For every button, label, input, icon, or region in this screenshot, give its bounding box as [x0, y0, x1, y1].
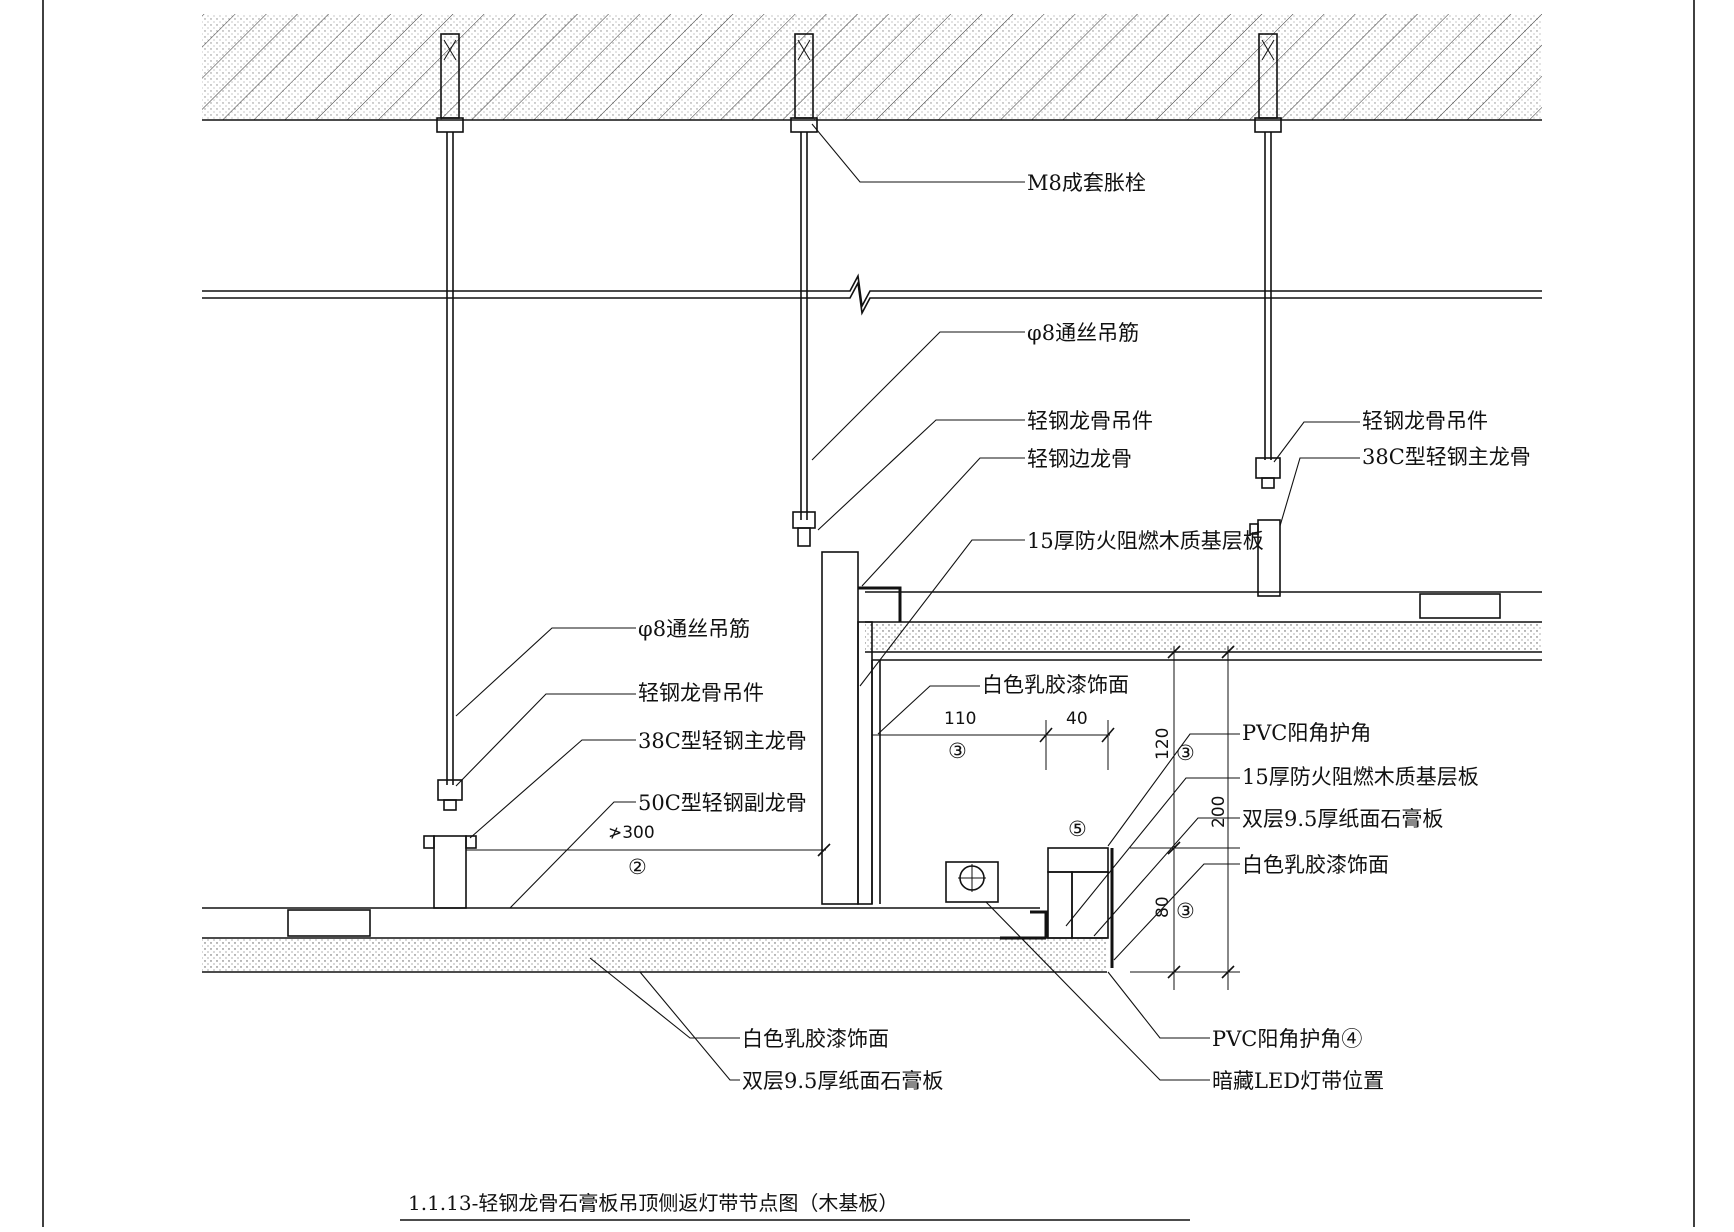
dim-200: 200: [1209, 796, 1229, 828]
light-trough-lip: [1000, 847, 1114, 968]
anchor-bolt-3: [1254, 33, 1282, 133]
label-gypsum-right: 双层9.5厚纸面石膏板: [1242, 807, 1443, 831]
label-m8-anchor: M8成套胀栓: [1027, 171, 1146, 195]
anchor-bolt-1: [436, 33, 464, 133]
label-edge-keel: 轻钢边龙骨: [1027, 447, 1132, 471]
label-wood-board-top: 15厚防火阻燃木质基层板: [1027, 529, 1264, 553]
dim-80: 80: [1153, 896, 1173, 918]
label-rod-top: φ8通丝吊筋: [1027, 321, 1139, 345]
label-latex-mid: 白色乳胶漆饰面: [982, 673, 1129, 697]
label-latex-bottom: 白色乳胶漆饰面: [742, 1027, 889, 1051]
label-led-position: 暗藏LED灯带位置: [1212, 1069, 1384, 1093]
label-gypsum-bottom: 双层9.5厚纸面石膏板: [742, 1069, 943, 1093]
dim-40: 40: [1066, 709, 1088, 729]
dim-300: ≯300: [608, 823, 655, 843]
hanger-rods: [446, 132, 1272, 785]
break-line: [202, 273, 1542, 316]
marker-2: ②: [628, 855, 647, 879]
marker-3-lower-right: ③: [1176, 899, 1195, 923]
label-hanger-right: 轻钢龙骨吊件: [1362, 409, 1488, 433]
label-hanger-top: 轻钢龙骨吊件: [1027, 409, 1153, 433]
vertical-drop-wall: [821, 551, 902, 905]
label-main-keel-left: 38C型轻钢主龙骨: [638, 729, 807, 753]
concrete-slab: [202, 14, 1542, 121]
label-latex-right: 白色乳胶漆饰面: [1242, 853, 1389, 877]
anchor-bolt-2: [790, 33, 818, 133]
leader-lines: [455, 123, 1360, 1081]
marker-5: ⑤: [1068, 817, 1087, 841]
dim-110: 110: [944, 709, 976, 729]
label-pvc-corner: PVC阳角护角: [1242, 721, 1371, 745]
led-strip-icon: [945, 861, 999, 903]
label-pvc-corner-4: PVC阳角护角④: [1212, 1027, 1362, 1051]
label-rod-left: φ8通丝吊筋: [638, 617, 750, 641]
marker-3-mid: ③: [948, 739, 967, 763]
dimension-lines: [466, 645, 1240, 990]
lower-ceiling-board: [202, 907, 1107, 973]
hanger-middle: [792, 511, 816, 547]
left-hanger-keel: [423, 779, 477, 909]
label-hanger-left: 轻钢龙骨吊件: [638, 681, 764, 705]
marker-3-upper-right: ③: [1176, 741, 1195, 765]
drawing-title: 1.1.13-轻钢龙骨石膏板吊顶侧返灯带节点图（木基板）: [408, 1191, 898, 1215]
label-sub-keel-left: 50C型轻钢副龙骨: [638, 791, 807, 815]
label-wood-board-right: 15厚防火阻燃木质基层板: [1242, 765, 1479, 789]
label-main-keel-right: 38C型轻钢主龙骨: [1362, 445, 1531, 469]
upper-ceiling-board: [865, 591, 1542, 661]
dim-120: 120: [1153, 728, 1173, 760]
hanger-right: [1249, 457, 1281, 597]
